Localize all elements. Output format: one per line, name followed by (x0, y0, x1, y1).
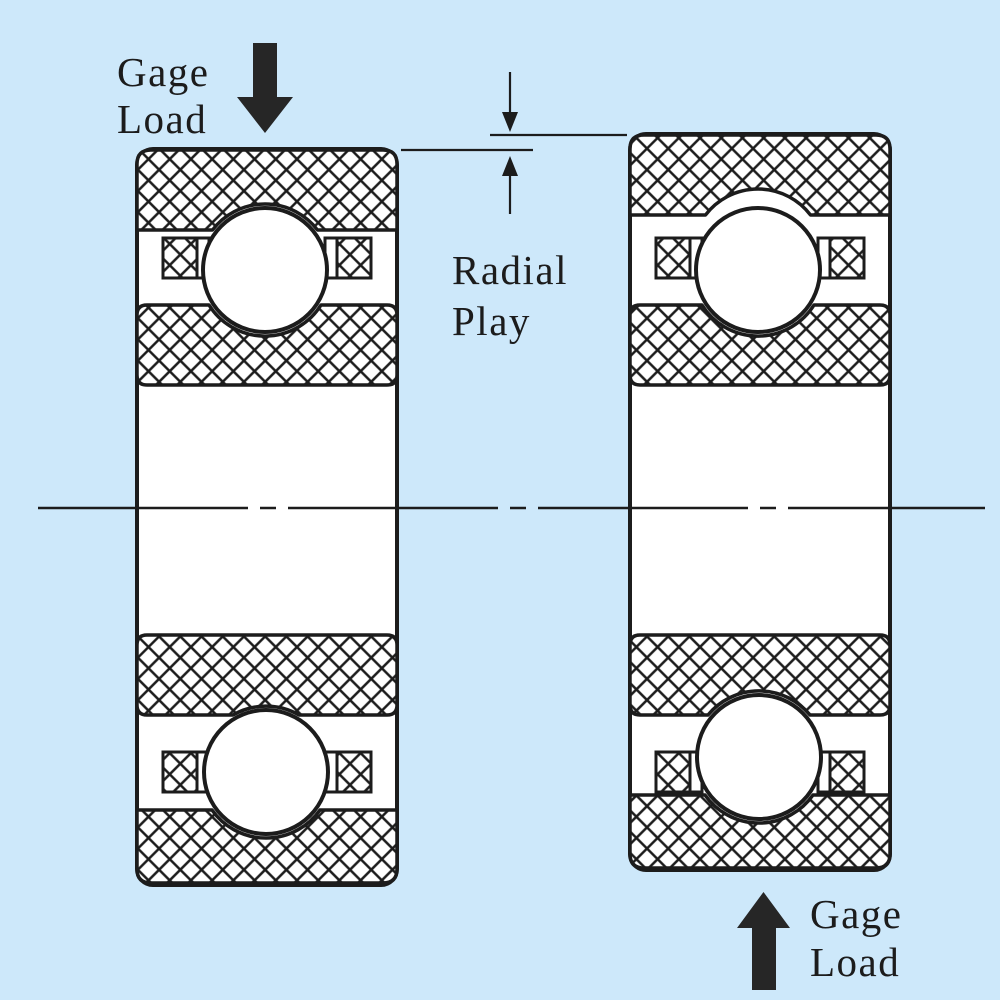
cage-block (161, 236, 199, 280)
gage-load-bottom-line2: Load (810, 939, 900, 985)
cage-block (161, 750, 199, 794)
bearing-right (628, 132, 892, 872)
bearing-left (135, 147, 399, 887)
cage-block (335, 750, 373, 794)
gage-load-bottom-line1: Gage (810, 891, 903, 937)
down-arrow-icon (502, 72, 518, 132)
bearing-left-outer-ring-bottom (135, 808, 399, 885)
bearing-right-ball-bottom (695, 693, 823, 821)
up-arrow-icon (737, 892, 790, 990)
bearing-left-ball-bottom (202, 708, 330, 836)
bearing-left-inner-ring-top (135, 303, 399, 387)
bearing-right-cage-bottom (654, 750, 866, 794)
bearing-right-ball-top (694, 206, 822, 334)
cage-block (828, 750, 866, 794)
bearing-right-inner-ring-bottom (628, 633, 892, 717)
up-arrow-icon (502, 156, 518, 214)
cage-block (654, 236, 692, 280)
bearing-right-outer-ring-bottom (628, 793, 892, 870)
gage-load-label-bottom: Gage Load (810, 891, 903, 985)
bearing-left-outer-ring-top (135, 148, 399, 232)
down-arrow-icon (237, 43, 293, 133)
radial-play-line1: Radial (452, 247, 568, 293)
cage-block (335, 236, 373, 280)
gage-load-top-line1: Gage (117, 49, 210, 95)
bearing-left-ball-top (201, 206, 329, 334)
gage-load-top-line2: Load (117, 96, 207, 142)
gage-load-label-top: Gage Load (117, 49, 210, 142)
cage-block (828, 236, 866, 280)
cage-block (654, 750, 692, 794)
radial-play-label: Radial Play (452, 247, 568, 344)
bearing-right-outer-ring-top (628, 133, 892, 217)
bearing-left-inner-ring-bottom (135, 633, 399, 717)
radial-play-line2: Play (452, 298, 531, 344)
bearing-right-inner-ring-top (628, 303, 892, 387)
radial-play-dimension (401, 72, 627, 214)
